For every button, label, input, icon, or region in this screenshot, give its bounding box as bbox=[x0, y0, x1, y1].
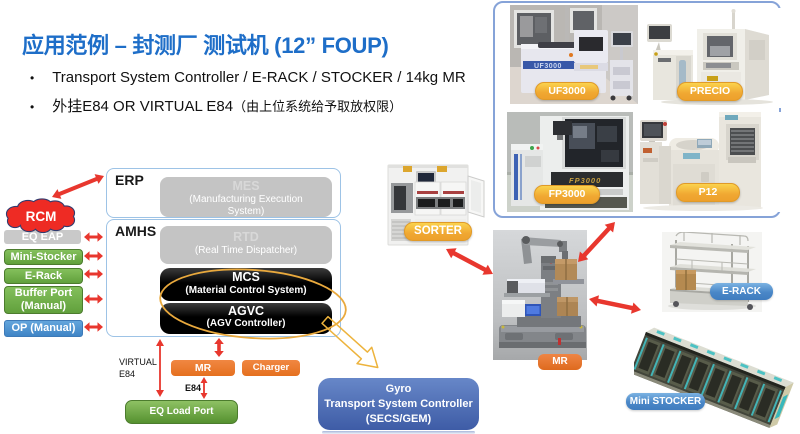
svg-text:RCM: RCM bbox=[26, 209, 57, 224]
svg-text:FP3000: FP3000 bbox=[569, 176, 601, 185]
svg-text:UF3000: UF3000 bbox=[534, 63, 562, 70]
